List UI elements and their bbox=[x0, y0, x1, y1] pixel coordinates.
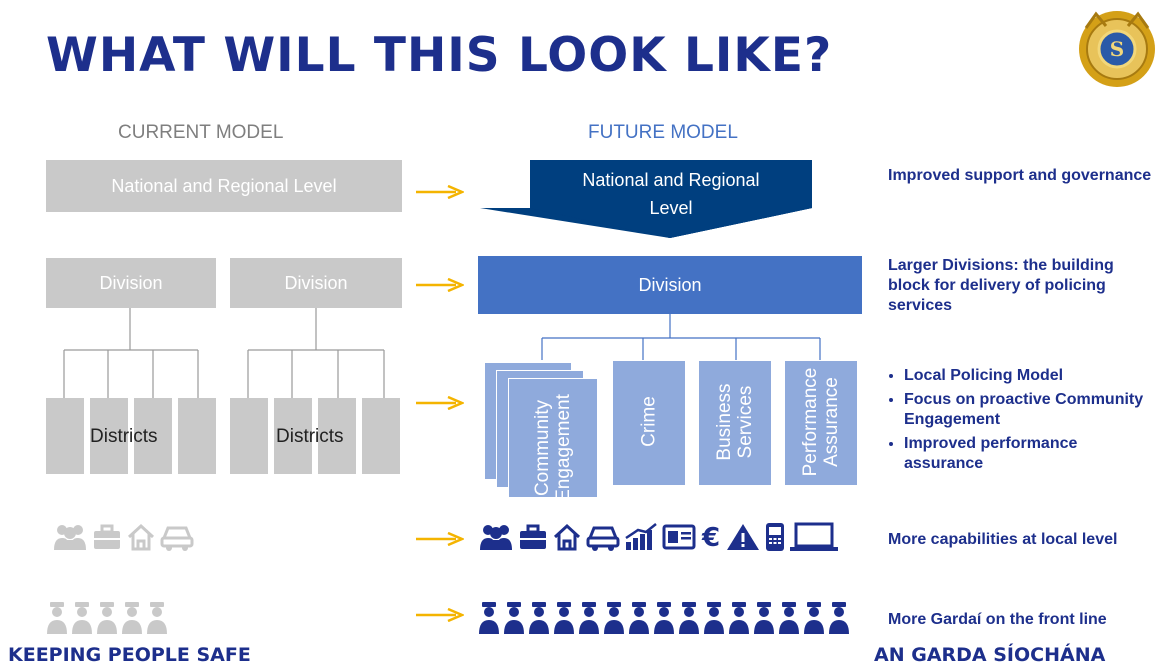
current-districts-right-label: Districts bbox=[276, 426, 344, 447]
current-division-right: Division bbox=[230, 258, 402, 308]
svg-text:S: S bbox=[1110, 37, 1124, 61]
officer-icon bbox=[804, 602, 824, 634]
performance-label-line1: Performance bbox=[800, 367, 821, 477]
arrow-icon bbox=[416, 532, 464, 546]
current-national-box: National and Regional Level bbox=[46, 160, 402, 212]
warning-icon bbox=[727, 524, 759, 550]
officer-icon bbox=[529, 602, 549, 634]
briefcase-icon bbox=[520, 524, 546, 549]
future-national-line2: Level bbox=[649, 198, 693, 218]
community-label-line1: Community bbox=[532, 399, 553, 497]
id-card-icon bbox=[662, 524, 696, 550]
crime-box: Crime bbox=[612, 360, 686, 486]
district-bar bbox=[178, 398, 216, 474]
officer-icon bbox=[704, 602, 724, 634]
officer-icon bbox=[629, 602, 649, 634]
officer-icon bbox=[97, 602, 117, 634]
officer-icon bbox=[654, 602, 674, 634]
current-division-right-label: Division bbox=[284, 272, 348, 293]
community-engagement-label: Community Engagement bbox=[532, 388, 574, 508]
people-icon bbox=[480, 525, 512, 550]
bullet-item: Local Policing Model bbox=[904, 366, 1158, 386]
future-org-lines bbox=[541, 314, 821, 360]
district-bar bbox=[46, 398, 84, 474]
house-icon bbox=[127, 523, 155, 551]
future-division-label: Division bbox=[638, 274, 702, 295]
performance-label-line2: Assurance bbox=[821, 377, 842, 467]
future-national-line1: National and Regional bbox=[582, 170, 760, 190]
car-icon bbox=[586, 526, 620, 551]
crime-label: Crime bbox=[638, 396, 660, 447]
community-engagement-box: Community Engagement bbox=[508, 378, 598, 502]
page-title: WHAT WILL THIS LOOK LIKE? bbox=[46, 28, 833, 83]
officer-icon bbox=[72, 602, 92, 634]
performance-assurance-label: Performance Assurance bbox=[800, 362, 842, 482]
officer-icon bbox=[779, 602, 799, 634]
district-bar bbox=[90, 398, 128, 474]
current-model-header: CURRENT MODEL bbox=[118, 122, 284, 143]
bullet-item: Focus on proactive Community Engagement bbox=[904, 390, 1158, 430]
officer-icon bbox=[754, 602, 774, 634]
future-model-header: FUTURE MODEL bbox=[588, 122, 738, 143]
current-capability-icons bbox=[52, 522, 194, 552]
officer-icon bbox=[504, 602, 524, 634]
right-bullet-list: Local Policing Model Focus on proactive … bbox=[888, 366, 1158, 478]
garda-seal-logo: S bbox=[1079, 11, 1155, 87]
district-bar bbox=[230, 398, 268, 474]
officer-icon bbox=[47, 602, 67, 634]
officer-icon bbox=[579, 602, 599, 634]
community-label-line2: Engagement bbox=[553, 394, 574, 502]
business-services-label: Business Services bbox=[714, 362, 756, 482]
house-icon bbox=[553, 523, 581, 551]
business-label-line2: Services bbox=[735, 385, 756, 459]
bullet-item: Improved performance assurance bbox=[904, 434, 1158, 474]
officer-icon bbox=[729, 602, 749, 634]
current-national-label: National and Regional Level bbox=[111, 175, 337, 196]
footer-right: AN GARDA SÍOCHÁNA bbox=[874, 644, 1106, 666]
future-officers bbox=[479, 602, 849, 634]
future-national-arrow bbox=[530, 160, 812, 238]
right-text-row1: Improved support and governance bbox=[888, 167, 1152, 184]
current-org-lines bbox=[63, 308, 385, 398]
people-icon bbox=[54, 525, 86, 550]
briefcase-icon bbox=[94, 524, 120, 549]
arrow-icon bbox=[416, 396, 464, 410]
current-division-left: Division bbox=[46, 258, 216, 308]
current-districts-left-label: Districts bbox=[90, 426, 158, 447]
future-national-label: National and Regional Level bbox=[530, 166, 812, 222]
current-officers bbox=[47, 602, 167, 634]
officer-icon bbox=[829, 602, 849, 634]
right-text-row5: More Gardaí on the front line bbox=[888, 611, 1107, 628]
officer-icon bbox=[604, 602, 624, 634]
future-capability-icons: € bbox=[478, 522, 838, 552]
laptop-icon bbox=[790, 522, 838, 551]
performance-assurance-box: Performance Assurance bbox=[784, 360, 858, 486]
euro-icon: € bbox=[701, 523, 720, 552]
arrow-icon bbox=[416, 278, 464, 292]
arrow-icon bbox=[416, 185, 464, 199]
officer-icon bbox=[479, 602, 499, 634]
officer-icon bbox=[147, 602, 167, 634]
mobile-icon bbox=[766, 523, 784, 551]
district-bar bbox=[274, 398, 312, 474]
arrow-icon bbox=[416, 608, 464, 622]
footer-left: KEEPING PEOPLE SAFE bbox=[8, 644, 251, 666]
current-division-left-label: Division bbox=[99, 272, 163, 293]
car-icon bbox=[160, 526, 194, 551]
officer-icon bbox=[122, 602, 142, 634]
right-text-row4: More capabilities at local level bbox=[888, 531, 1118, 548]
svg-text:€: € bbox=[701, 523, 720, 552]
officer-icon bbox=[679, 602, 699, 634]
trend-chart-icon bbox=[625, 523, 657, 550]
future-division-box: Division bbox=[478, 256, 862, 314]
right-text-row2: Larger Divisions: the building block for… bbox=[888, 257, 1114, 314]
business-services-box: Business Services bbox=[698, 360, 772, 486]
district-bar bbox=[362, 398, 400, 474]
district-bar bbox=[318, 398, 356, 474]
business-label-line1: Business bbox=[714, 383, 735, 461]
district-bar bbox=[134, 398, 172, 474]
officer-icon bbox=[554, 602, 574, 634]
